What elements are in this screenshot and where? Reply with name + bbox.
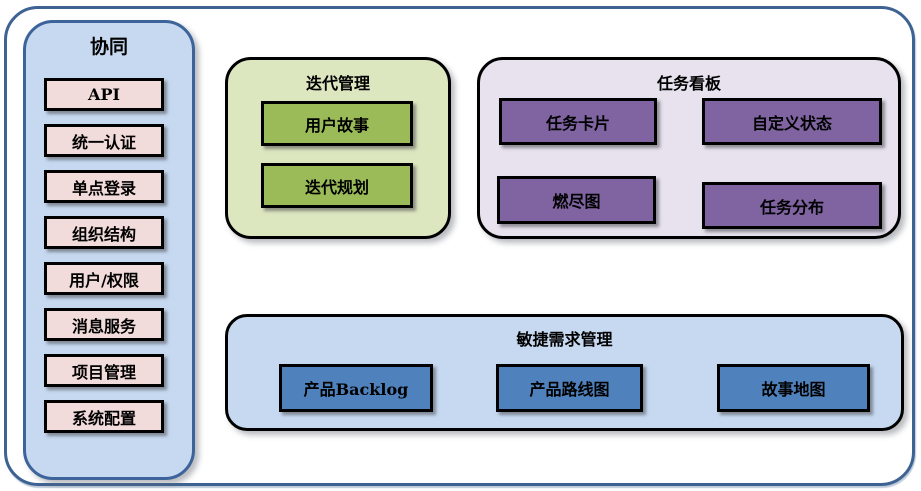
task-board-box: 任务看板 任务卡片 自定义状态 燃尽图 任务分布: [477, 57, 901, 239]
sidebar-item-unified-auth: 统一认证: [44, 124, 164, 157]
sidebar-item-message-service: 消息服务: [44, 308, 164, 341]
item-custom-status: 自定义状态: [702, 98, 882, 145]
item-task-distribution: 任务分布: [702, 182, 882, 229]
iteration-management-box: 迭代管理 用户故事 迭代规划: [225, 57, 451, 239]
diagram-frame: 协同 API 统一认证 单点登录 组织结构 用户/权限 消息服务 项目管理 系统…: [4, 6, 915, 486]
sidebar-item-api: API: [44, 78, 164, 111]
task-board-title: 任务看板: [656, 74, 721, 93]
item-product-roadmap: 产品路线图: [496, 364, 643, 412]
item-user-story: 用户故事: [261, 101, 413, 146]
agile-requirements-title: 敏捷需求管理: [516, 330, 613, 349]
item-product-backlog: 产品Backlog: [279, 364, 433, 412]
sidebar-item-system-config: 系统配置: [44, 400, 164, 433]
sidebar-item-org-structure: 组织结构: [44, 216, 164, 249]
sidebar-title: 协同: [89, 36, 128, 58]
item-story-map: 故事地图: [717, 364, 870, 412]
sidebar-collaboration-panel: 协同 API 统一认证 单点登录 组织结构 用户/权限 消息服务 项目管理 系统…: [23, 20, 195, 480]
iteration-box-title: 迭代管理: [305, 74, 370, 93]
sidebar-item-user-permissions: 用户/权限: [44, 262, 164, 295]
sidebar-item-project-mgmt: 项目管理: [44, 354, 164, 387]
item-task-card: 任务卡片: [499, 98, 657, 145]
item-burndown-chart: 燃尽图: [497, 176, 656, 224]
item-iteration-planning: 迭代规划: [261, 163, 413, 208]
sidebar-item-sso: 单点登录: [44, 170, 164, 203]
agile-requirements-box: 敏捷需求管理 产品Backlog 产品路线图 故事地图: [225, 314, 904, 431]
